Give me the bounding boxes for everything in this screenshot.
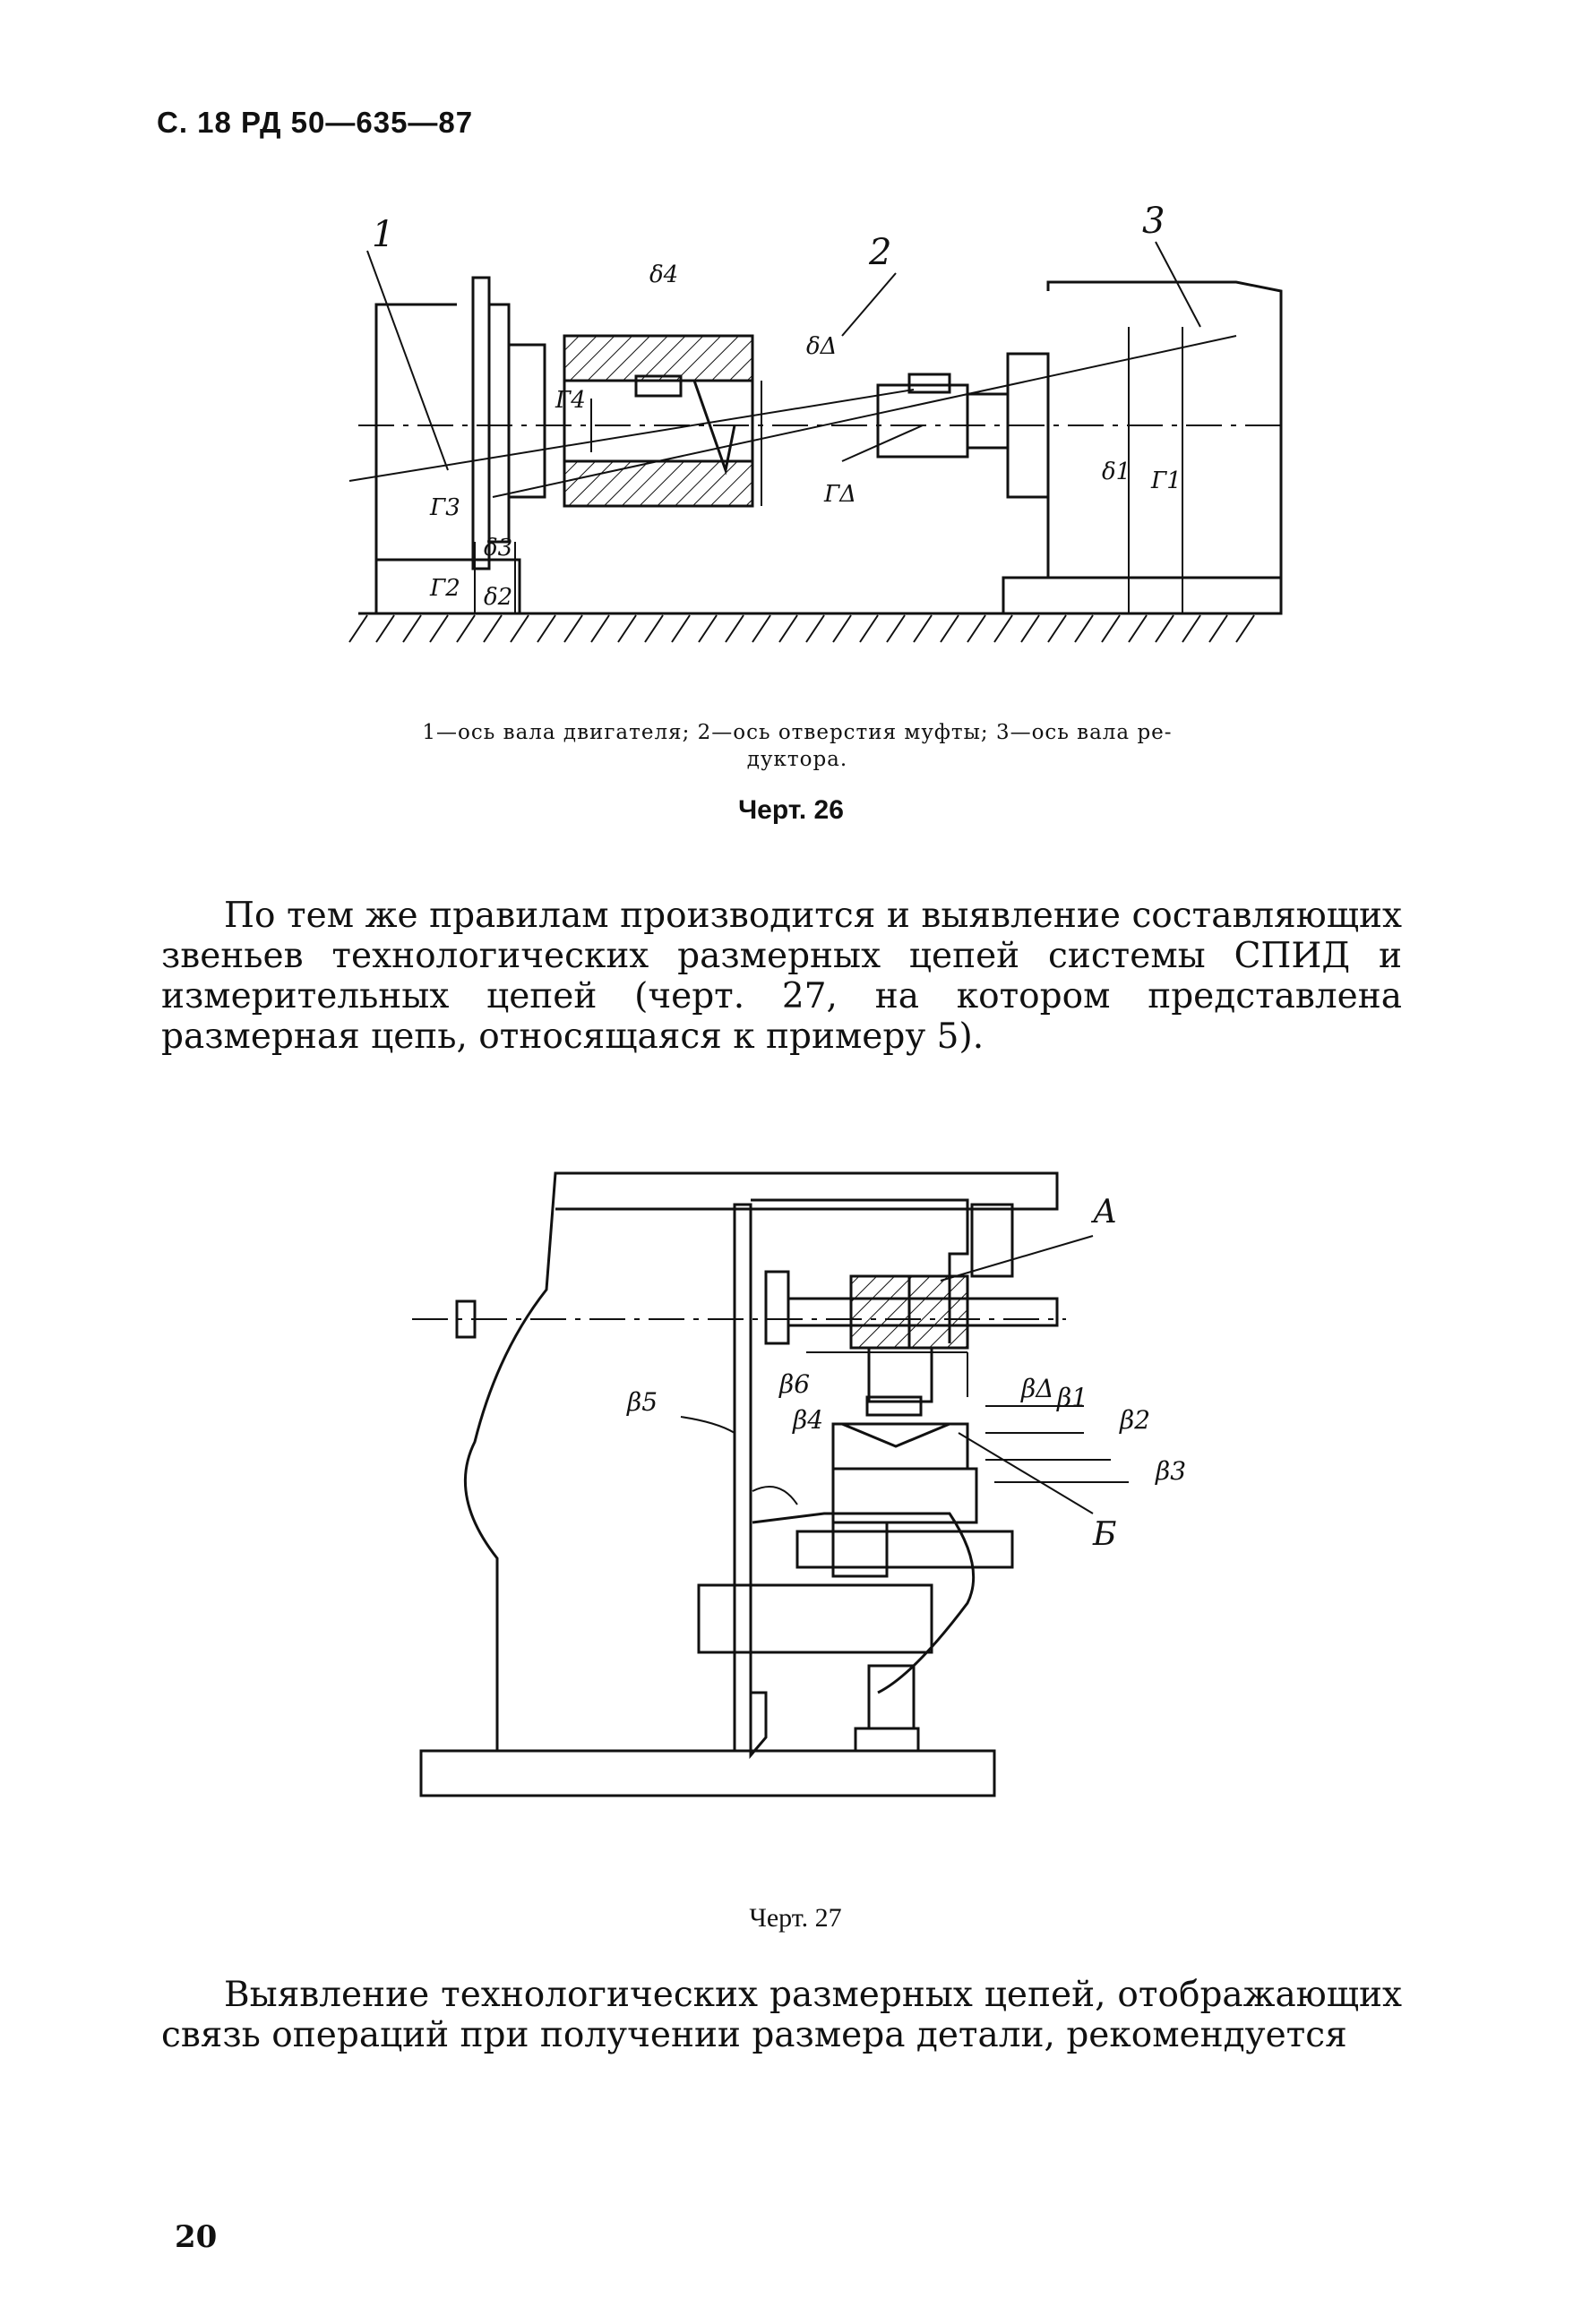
fig26-gammaD: ГΔ bbox=[823, 481, 856, 508]
fig27-beta6: β6 bbox=[778, 1369, 810, 1399]
page-number: 20 bbox=[175, 2219, 218, 2255]
fig27-title: Черт. 27 bbox=[749, 1903, 842, 1933]
fig26-gamma2: Г2 bbox=[429, 575, 460, 602]
fig27-betaD: βΔ bbox=[1020, 1374, 1053, 1403]
paragraph-2: Выявление технологических размерных цепе… bbox=[161, 1975, 1402, 2055]
fig27-label-A: А bbox=[1090, 1194, 1117, 1231]
fig26-caption-line1: 1—ось вала двигателя; 2—ось отверстия му… bbox=[422, 721, 1173, 744]
fig26-delta2: δ2 bbox=[484, 584, 512, 611]
fig27-beta2: β2 bbox=[1119, 1405, 1150, 1435]
fig26-gamma4: Г4 bbox=[555, 387, 586, 414]
fig26-label-3: 3 bbox=[1142, 201, 1165, 242]
fig26-gamma1: Г1 bbox=[1150, 467, 1182, 494]
drawing-fig-26: 1 2 3 δ4 δΔ δ1 δ2 δ3 Г1 Г2 Г3 Г4 ГΔ bbox=[348, 201, 1283, 643]
fig27-label-B: Б bbox=[1092, 1516, 1116, 1553]
fig27-beta1: β1 bbox=[1056, 1383, 1088, 1412]
fig26-delta3: δ3 bbox=[484, 535, 512, 562]
fig26-title: Черт. 26 bbox=[738, 795, 844, 825]
fig27-beta5: β5 bbox=[626, 1387, 658, 1417]
fig26-deltaD: δΔ bbox=[806, 333, 837, 360]
fig27-beta4: β4 bbox=[792, 1405, 823, 1435]
page-header: С. 18 РД 50—635—87 bbox=[157, 106, 474, 139]
fig26-label-2: 2 bbox=[868, 232, 891, 273]
fig26-delta4: δ4 bbox=[649, 262, 678, 288]
fig27-beta3: β3 bbox=[1155, 1456, 1186, 1486]
drawing-fig-27: А Б β1 β2 β3 β4 β5 β6 βΔ bbox=[412, 1171, 1186, 1797]
fig26-gamma3: Г3 bbox=[429, 494, 460, 521]
fig26-label-1: 1 bbox=[372, 214, 394, 255]
fig26-caption-line2: дуктора. bbox=[746, 748, 848, 771]
fig26-delta1: δ1 bbox=[1102, 459, 1131, 485]
paragraph-1: По тем же правилам производится и выявле… bbox=[161, 896, 1402, 1057]
